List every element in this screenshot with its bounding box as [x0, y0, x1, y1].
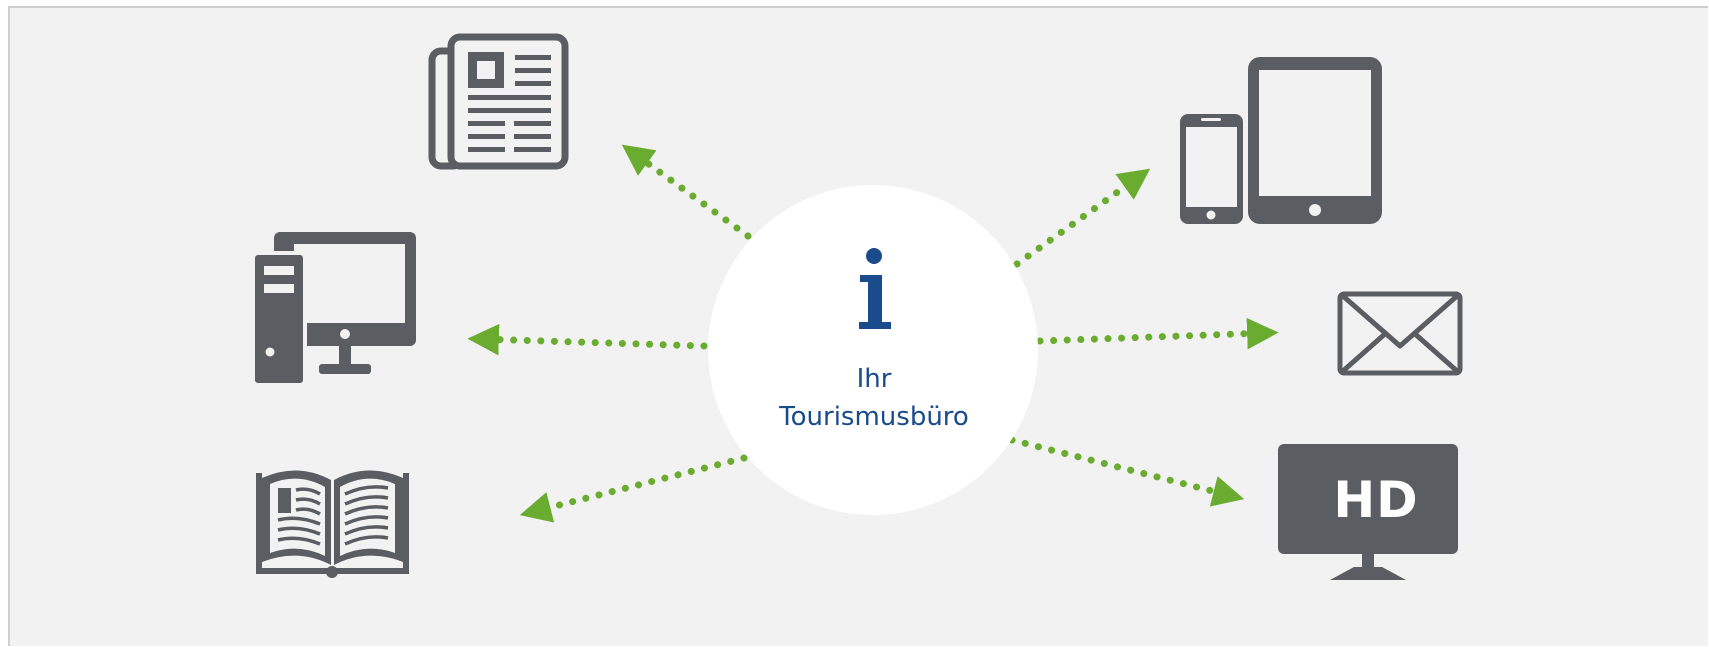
hd-monitor-icon [1278, 444, 1458, 580]
hub-label-line1: Ihr [856, 364, 892, 394]
desktop-computer-icon [251, 232, 416, 387]
arrow-to-mobile [1013, 168, 1151, 268]
envelope-icon [1337, 291, 1463, 376]
arrow-to-book [519, 454, 748, 523]
phone-tablet-icon [1180, 57, 1382, 224]
hub-circle [708, 185, 1038, 515]
arrow-to-computer [467, 323, 708, 356]
open-book-icon [256, 470, 409, 578]
hub-label: Ihr Tourismusbüro [700, 360, 1048, 436]
arrow-to-tv [1008, 436, 1245, 507]
newspaper-icon [428, 33, 569, 170]
arrows [467, 144, 1279, 523]
info-icon [859, 248, 891, 329]
arrow-to-email [1036, 317, 1279, 350]
hub-label-line2: Tourismusbüro [779, 402, 969, 432]
arrow-to-newspaper [621, 144, 752, 240]
hd-label: HD [1333, 471, 1419, 529]
